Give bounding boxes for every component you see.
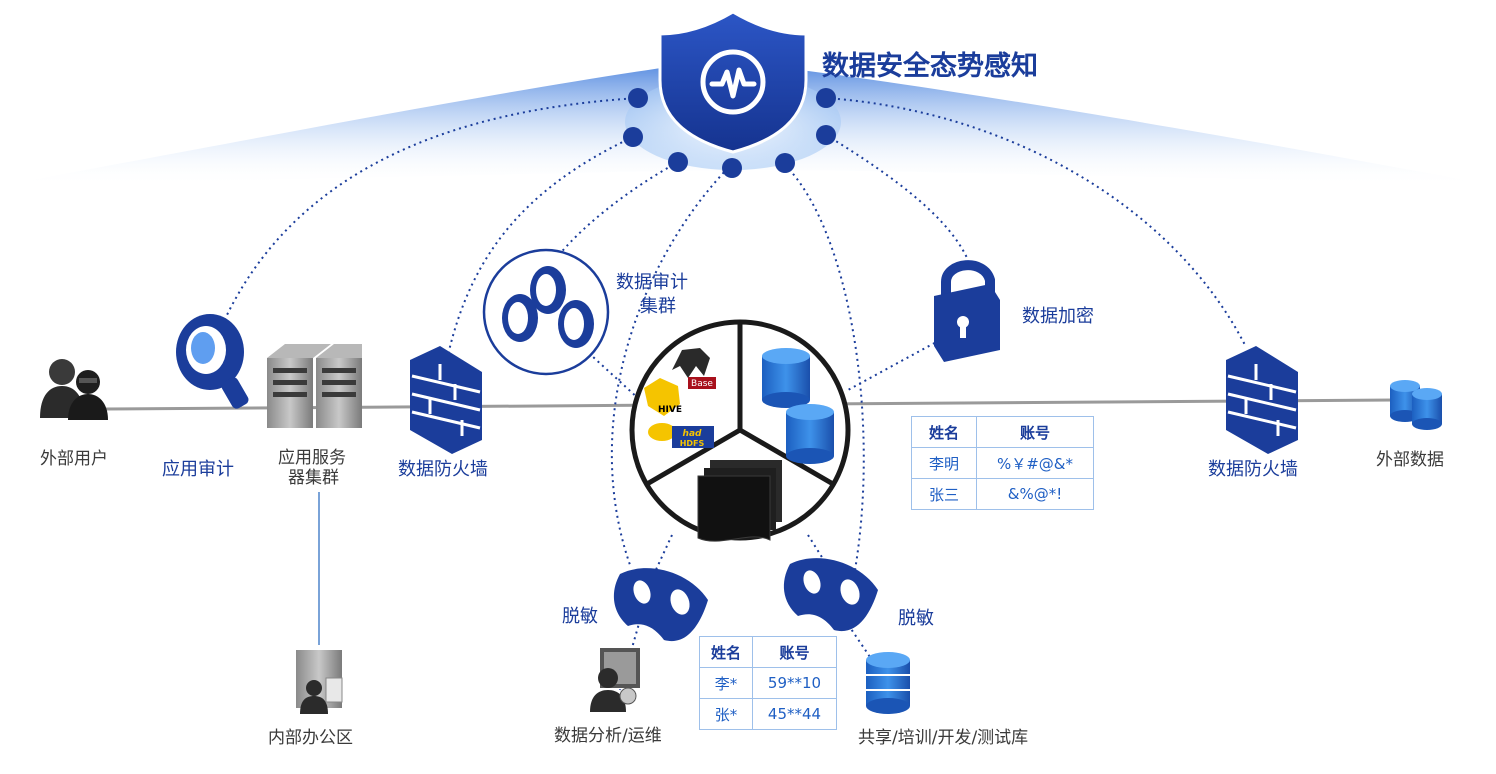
external-user-icon (40, 359, 108, 420)
label-external-data: 外部数据 (1376, 450, 1444, 470)
label-internal-office: 内部办公区 (268, 728, 353, 748)
hbase-logo-text: Base (691, 379, 713, 389)
table-cell-account: &%@*! (976, 478, 1094, 510)
table-cell-name: 李* (699, 667, 753, 699)
firewall-right-icon (1226, 346, 1298, 454)
label-desensitize-left: 脱敏 (562, 606, 598, 627)
app-audit-magnifier-icon (176, 314, 249, 409)
hive-logo-icon: HIVE (644, 378, 682, 416)
data-audit-cluster-icon (482, 248, 610, 376)
table-header-account: 账号 (752, 636, 837, 668)
table-header-account: 账号 (976, 416, 1094, 448)
shield-nodes (623, 88, 836, 178)
padlock-icon (934, 260, 1000, 362)
app-server-cluster-icon (267, 344, 362, 428)
hdfs-logo-text: HDFS (680, 439, 705, 448)
label-shared-db: 共享/培训/开发/测试库 (858, 728, 1029, 748)
mask-left-icon (613, 568, 708, 642)
hadoop-hdfs-logo-icon: had HDFS (648, 423, 714, 448)
table-header-name: 姓名 (699, 636, 753, 668)
label-app-audit: 应用审计 (162, 459, 234, 480)
label-data-audit-cluster-line1: 数据审计 (616, 272, 688, 293)
table-cell-name: 李明 (911, 447, 977, 479)
hbase-logo-icon: Base (672, 348, 716, 389)
table-cell-account: 45**44 (752, 698, 837, 730)
masked-data-table: 姓名 账号 李* 59**10 张* 45**44 (699, 636, 837, 730)
internal-office-icon (296, 650, 343, 714)
table-cell-name: 张* (699, 698, 753, 730)
table-cell-account: 59**10 (752, 667, 837, 699)
shield-icon (658, 10, 808, 154)
analyst-icon (590, 648, 640, 712)
table-cell-account: %￥#@&* (976, 447, 1094, 479)
label-data-encryption: 数据加密 (1022, 306, 1094, 327)
database-icon (762, 348, 834, 464)
label-app-server-cluster-line1: 应用服务 (278, 448, 346, 468)
table-header-name: 姓名 (911, 416, 977, 448)
label-data-analysis-ops: 数据分析/运维 (554, 726, 662, 746)
shared-db-icon (866, 652, 910, 714)
encrypted-data-table: 姓名 账号 李明 %￥#@&* 张三 &%@*! (911, 416, 1094, 510)
documents-icon (697, 460, 782, 542)
firewall-left-icon (410, 346, 482, 454)
mask-right-icon (783, 558, 878, 632)
label-desensitize-right: 脱敏 (898, 608, 934, 629)
external-data-db-icon (1390, 380, 1442, 430)
label-app-server-cluster-line2: 器集群 (288, 468, 339, 488)
hive-logo-text: HIVE (658, 405, 682, 415)
label-firewall-left: 数据防火墙 (398, 459, 488, 480)
table-cell-name: 张三 (911, 478, 977, 510)
label-external-users: 外部用户 (40, 449, 108, 469)
hadoop-logo-text: had (683, 429, 702, 439)
label-data-audit-cluster-line2: 集群 (640, 296, 676, 317)
label-firewall-right: 数据防火墙 (1208, 459, 1298, 480)
diagram-title: 数据安全态势感知 (822, 51, 1038, 82)
